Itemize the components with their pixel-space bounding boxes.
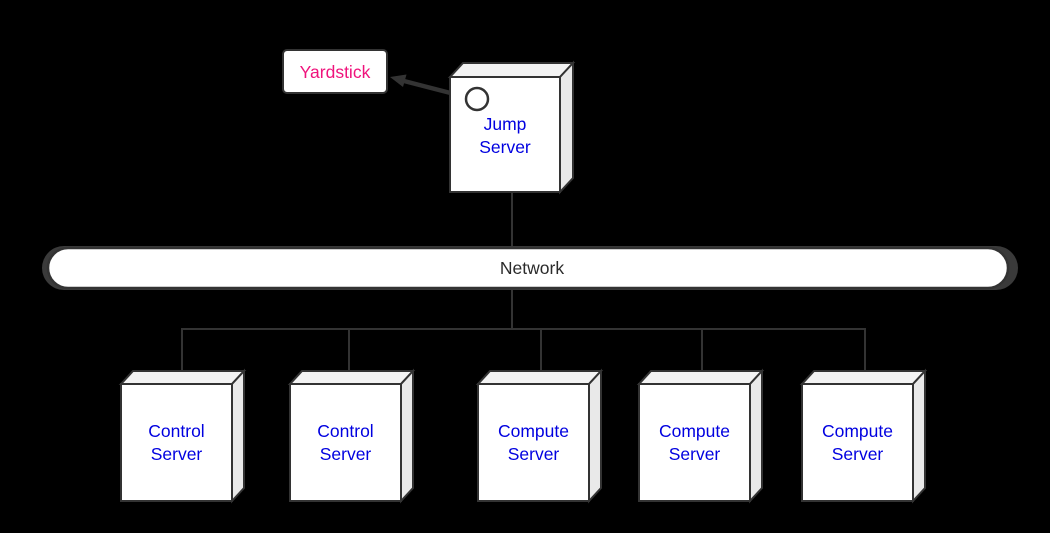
compute-server-3-side-face — [912, 368, 926, 504]
control-server-1-front-face — [120, 383, 233, 502]
control-server-2-label-line2: Server — [320, 444, 372, 464]
compute-server-3-top-face — [799, 370, 928, 385]
compute-server-1-label-line1: Compute — [498, 421, 569, 441]
network-node: Network — [42, 246, 1018, 290]
control-server-2-front-face — [289, 383, 402, 502]
control-server-2-side-face — [400, 368, 414, 504]
compute-server-3-front-face — [801, 383, 914, 502]
compute-server-1-top-face — [475, 370, 604, 385]
server-node-control-2: Control Server — [287, 368, 416, 504]
server-node-compute-2: Compute Server — [636, 368, 765, 504]
yardstick-box — [282, 49, 388, 94]
yardstick-arrowhead-icon — [390, 74, 407, 87]
compute-server-2-top-face — [636, 370, 765, 385]
compute-server-1-front-face — [477, 383, 590, 502]
network-pill — [46, 246, 1010, 290]
compute-server-2-side-face — [749, 368, 763, 504]
jump-server-side-face — [559, 60, 574, 195]
jump-server-label-line2: Server — [479, 137, 531, 157]
jump-server-port-icon — [464, 86, 490, 112]
yardstick-node: Yardstick — [282, 49, 388, 94]
control-server-1-top-face — [118, 370, 247, 385]
control-server-1-side-face — [231, 368, 245, 504]
jump-server-top-face — [447, 62, 576, 78]
control-server-1-label-line2: Server — [151, 444, 203, 464]
compute-server-1-label-line2: Server — [508, 444, 560, 464]
compute-server-1-side-face — [588, 368, 602, 504]
jump-server-label-line1: Jump — [484, 114, 527, 134]
compute-server-2-label-line1: Compute — [659, 421, 730, 441]
compute-server-3-label-line1: Compute — [822, 421, 893, 441]
control-server-1-label-line1: Control — [148, 421, 204, 441]
network-label: Network — [500, 258, 564, 278]
compute-server-2-label-line2: Server — [669, 444, 721, 464]
server-node-compute-1: Compute Server — [475, 368, 604, 504]
jump-server-node: Jump Server — [447, 60, 576, 195]
control-server-2-label-line1: Control — [317, 421, 373, 441]
compute-server-2-front-face — [638, 383, 751, 502]
yardstick-label: Yardstick — [300, 62, 371, 82]
server-node-compute-3: Compute Server — [799, 368, 928, 504]
control-server-2-top-face — [287, 370, 416, 385]
compute-server-3-label-line2: Server — [832, 444, 884, 464]
server-node-control-1: Control Server — [118, 368, 247, 504]
